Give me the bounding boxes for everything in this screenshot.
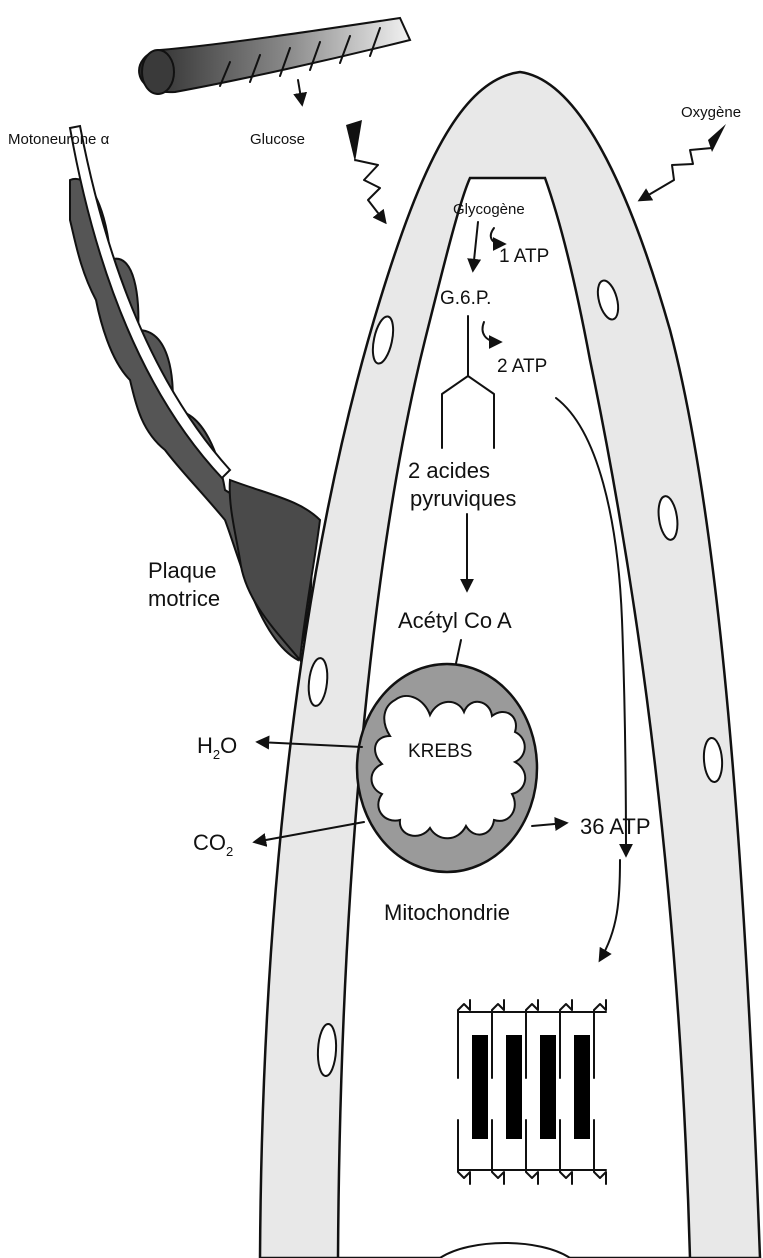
myosin-filament <box>472 1035 488 1139</box>
blood-capillary <box>139 18 410 104</box>
myosin-filament <box>540 1035 556 1139</box>
atp36-label: 36 ATP <box>580 814 651 839</box>
plaque-label-line1: Plaque <box>148 558 217 583</box>
capillary-release-arrow <box>298 80 302 104</box>
glucose-label: Glucose <box>250 131 305 148</box>
atp1-label: 1 ATP <box>499 246 549 267</box>
krebs-label: KREBS <box>408 741 472 762</box>
mitochondrie-label: Mitochondrie <box>384 900 510 925</box>
acides-label-line1: 2 acides <box>408 458 490 483</box>
oxygen-entry <box>640 124 726 200</box>
myosin-filament <box>574 1035 590 1139</box>
glucose-bolt-head <box>346 120 362 162</box>
oxygen-bolt <box>640 148 712 200</box>
oxygene-label: Oxygène <box>681 104 741 121</box>
glucose-entry <box>346 120 385 222</box>
acetyl-label: Acétyl Co A <box>398 608 512 633</box>
atp2-label: 2 ATP <box>497 356 547 377</box>
plaque-label-line2: motrice <box>148 586 220 611</box>
glycogene-label: Glycogène <box>453 201 525 218</box>
motoneurone-label: Motoneurone α <box>8 131 110 148</box>
h2o-label: H2O <box>197 733 237 762</box>
capillary-end <box>142 50 174 94</box>
myosin-filament <box>506 1035 522 1139</box>
acides-label-line2: pyruviques <box>410 486 516 511</box>
glucose-bolt <box>355 160 385 222</box>
mitochondrion-cristae <box>372 696 526 838</box>
co2-label: CO2 <box>193 830 233 859</box>
g6p-label: G.6.P. <box>440 288 491 309</box>
